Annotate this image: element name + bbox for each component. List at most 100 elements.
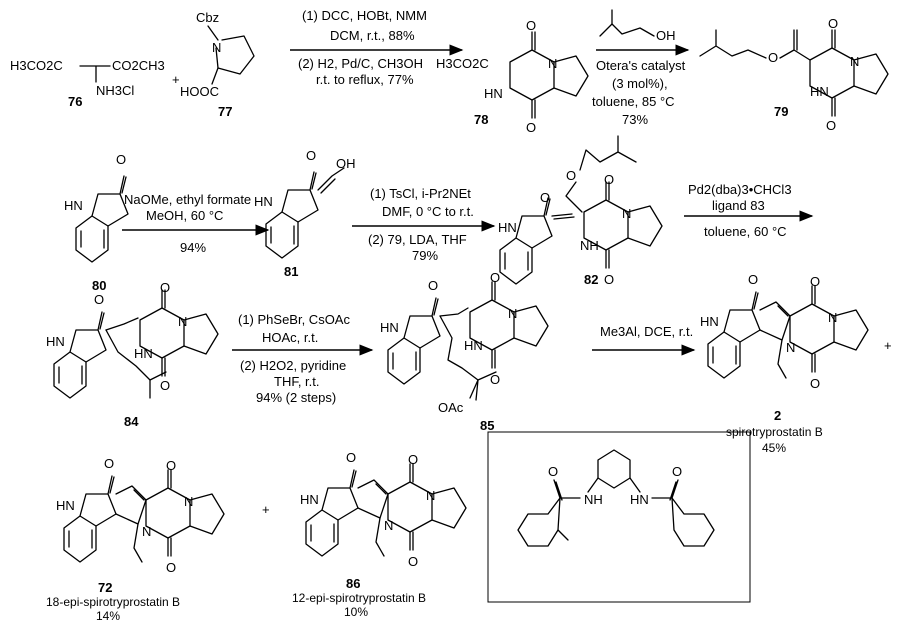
n-atom-text: N xyxy=(212,40,221,55)
arrow-step-7: Me3Al, DCE, r.t. xyxy=(592,324,696,356)
plus-sign: + xyxy=(172,72,180,87)
n-atom-text: N xyxy=(384,518,393,533)
ester-text: H3CO2C xyxy=(436,56,489,71)
hn-atom-text: HN xyxy=(484,86,503,101)
compound-label-2: 2 xyxy=(774,408,781,423)
conditions-line: (1) DCC, HOBt, NMM xyxy=(302,8,427,23)
conditions-line: ligand 83 xyxy=(712,198,765,213)
conditions-line: DCM, r.t., 88% xyxy=(330,28,415,43)
compound-80: O HN 80 xyxy=(64,152,129,293)
conditions-line: NaOMe, ethyl formate xyxy=(124,192,251,207)
conditions-line: (2) H2O2, pyridine xyxy=(240,358,346,373)
compound-82: O O HN O N NH O 82 xyxy=(498,135,663,287)
o-atom-text: O xyxy=(346,450,356,465)
o-atom-text: O xyxy=(768,50,778,65)
o-atom-text: O xyxy=(490,372,500,387)
hn-atom-text: HN xyxy=(56,498,75,513)
arrow-step-2: OH Otera's catalyst (3 mol%), toluene, 8… xyxy=(592,9,690,127)
compound-name: 12-epi-spirotryprostatin B xyxy=(292,591,426,605)
compound-yield: 10% xyxy=(344,605,368,619)
n-atom-text: N xyxy=(508,306,517,321)
conditions-line: Me3Al, DCE, r.t. xyxy=(600,324,693,339)
arrow-step-6: (1) PhSeBr, CsOAc HOAc, r.t. (2) H2O2, p… xyxy=(232,312,374,405)
o-atom-text: O xyxy=(540,190,550,205)
compound-2: O HN O N N O 2 spirotryprostatin B 45% xyxy=(700,272,869,455)
compound-label-82: 82 xyxy=(584,272,598,287)
compound-81: O HN OH 81 xyxy=(254,148,356,279)
hn-atom-text: HN xyxy=(46,334,65,349)
acid-text: HOOC xyxy=(180,84,219,99)
arrow-step-1: (1) DCC, HOBt, NMM DCM, r.t., 88% (2) H2… xyxy=(290,8,464,87)
compound-79: O O N HN O 79 xyxy=(699,16,889,133)
o-atom-text: O xyxy=(160,378,170,393)
hn-atom-text: HN xyxy=(254,194,273,209)
nh-text: NH xyxy=(584,492,603,507)
oh-text: OH xyxy=(336,156,356,171)
o-atom-text: O xyxy=(408,452,418,467)
conditions-line: THF, r.t. xyxy=(274,374,320,389)
hn-atom-text: HN xyxy=(498,220,517,235)
conditions-line: Pd2(dba)3•CHCl3 xyxy=(688,182,792,197)
n-atom-text: N xyxy=(622,206,631,221)
o-atom-text: O xyxy=(548,464,558,479)
compound-yield: 14% xyxy=(96,609,120,623)
n-atom-text: N xyxy=(178,314,187,329)
o-atom-text: O xyxy=(428,278,438,293)
conditions-line: (1) PhSeBr, CsOAc xyxy=(238,312,350,327)
conditions-line: Otera's catalyst xyxy=(596,58,686,73)
n-atom-text: N xyxy=(548,56,557,71)
compound-85: O HN OAc O N HN O 85 xyxy=(380,270,549,433)
conditions-line: 94% xyxy=(180,240,206,255)
conditions-line: (3 mol%), xyxy=(612,76,668,91)
conditions-line: r.t. to reflux, 77% xyxy=(316,72,414,87)
compound-77: Cbz N HOOC 77 xyxy=(180,10,255,119)
o-atom-text: O xyxy=(526,18,536,33)
n-atom-text: N xyxy=(786,340,795,355)
compound-label-79: 79 xyxy=(774,104,788,119)
o-atom-text: O xyxy=(306,148,316,163)
conditions-line: (1) TsCl, i-Pr2NEt xyxy=(370,186,471,201)
o-atom-text: O xyxy=(116,152,126,167)
n-atom-text: N xyxy=(184,494,193,509)
conditions-line: DMF, 0 °C to r.t. xyxy=(382,204,474,219)
ligand-83-box: NH HN O O xyxy=(487,431,751,603)
conditions-line: 79% xyxy=(412,248,438,263)
o-atom-text: O xyxy=(826,118,836,133)
o-atom-text: O xyxy=(526,120,536,135)
compound-label-85: 85 xyxy=(480,418,494,433)
conditions-line: HOAc, r.t. xyxy=(262,330,318,345)
conditions-line: toluene, 60 °C xyxy=(704,224,787,239)
amine-salt-text: NH3Cl xyxy=(96,83,134,98)
compound-name: 18-epi-spirotryprostatin B xyxy=(46,595,180,609)
arrow-step-4: (1) TsCl, i-Pr2NEt DMF, 0 °C to r.t. (2)… xyxy=(352,186,496,263)
conditions-line: toluene, 85 °C xyxy=(592,94,675,109)
oh-text: OH xyxy=(656,28,676,43)
conditions-line: 94% (2 steps) xyxy=(256,390,336,405)
compound-84: O HN O N HN O 84 xyxy=(46,280,219,429)
compound-86: O HN O N N O 86 12-epi-spirotryprostatin… xyxy=(292,450,467,619)
compound-76: H3CO2C CO2CH3 NH3Cl 76 xyxy=(10,58,165,109)
n-atom-text: N xyxy=(828,310,837,325)
arrow-step-5: Pd2(dba)3•CHCl3 ligand 83 toluene, 60 °C xyxy=(684,182,814,239)
conditions-line: 73% xyxy=(622,112,648,127)
compound-label-72: 72 xyxy=(98,580,112,595)
hn-atom-text: HN xyxy=(630,492,649,507)
compound-72: O HN O N N O 72 18-epi-spirotryprostatin… xyxy=(46,456,225,623)
n-atom-text: N xyxy=(142,524,151,539)
ester-right-text: CO2CH3 xyxy=(112,58,165,73)
compound-label-80: 80 xyxy=(92,278,106,293)
o-atom-text: O xyxy=(408,554,418,569)
o-atom-text: O xyxy=(166,458,176,473)
o-atom-text: O xyxy=(810,274,820,289)
hn-atom-text: HN xyxy=(464,338,483,353)
o-atom-text: O xyxy=(160,280,170,295)
hn-atom-text: HN xyxy=(700,314,719,329)
compound-label-76: 76 xyxy=(68,94,82,109)
plus-sign: + xyxy=(262,502,270,517)
hn-atom-text: NH xyxy=(580,238,599,253)
o-atom-text: O xyxy=(94,292,104,307)
hn-atom-text: HN xyxy=(300,492,319,507)
oac-text: OAc xyxy=(438,400,464,415)
compound-yield: 45% xyxy=(762,441,786,455)
